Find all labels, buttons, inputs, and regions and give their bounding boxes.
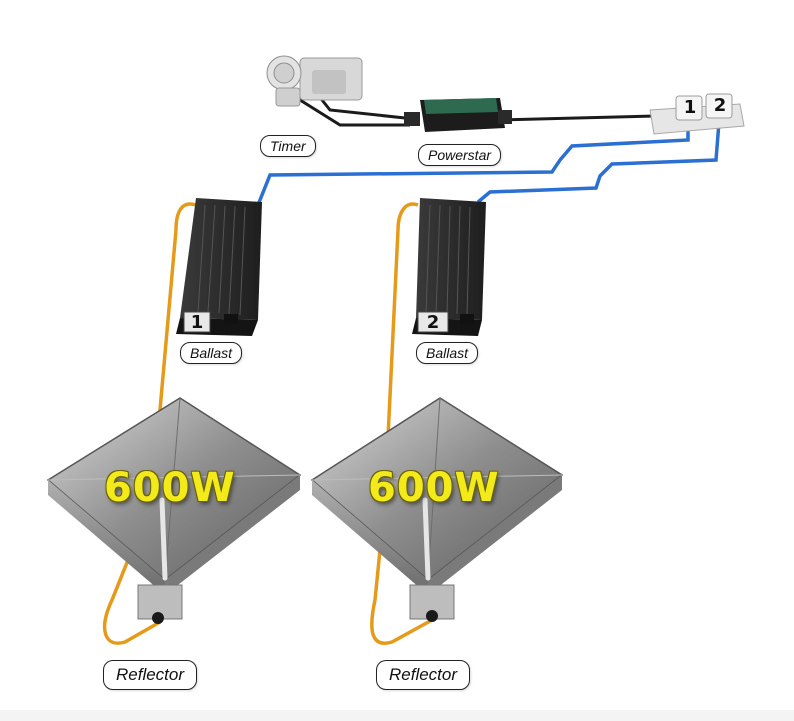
reflector-1 xyxy=(46,397,302,624)
reflector-2 xyxy=(310,397,564,622)
timer-device xyxy=(266,55,363,107)
cable-timer-powerstar-2 xyxy=(299,98,410,127)
ballast-2-number: 2 xyxy=(426,312,440,333)
reflector-2-label: Reflector xyxy=(376,660,471,690)
ballast-1-number: 1 xyxy=(190,312,204,333)
outlet-2-number: 2 xyxy=(713,95,727,116)
ballast-2-label: Ballast xyxy=(416,342,479,364)
double-outlet xyxy=(649,93,745,135)
ballast-2 xyxy=(412,198,486,336)
cable-outlet2-ballast2 xyxy=(476,121,721,204)
ballast-1-label: Ballast xyxy=(180,342,243,364)
outlet-1-number: 1 xyxy=(683,97,697,118)
cable-ballast1-reflector1 xyxy=(102,202,197,645)
powerstar-device xyxy=(404,98,512,132)
timer-label: Timer xyxy=(260,135,316,157)
cable-outlet1-ballast1 xyxy=(256,122,690,206)
reflector-1-label: Reflector xyxy=(103,660,198,690)
cable-ballast2-reflector2 xyxy=(370,202,433,645)
floor-edge xyxy=(0,710,794,721)
cable-powerstar-outlet xyxy=(499,114,656,122)
reflector-2-wattage: 600W xyxy=(368,465,500,511)
powerstar-label: Powerstar xyxy=(418,144,502,166)
ballast-1 xyxy=(176,198,262,336)
reflector-1-wattage: 600W xyxy=(104,465,236,511)
